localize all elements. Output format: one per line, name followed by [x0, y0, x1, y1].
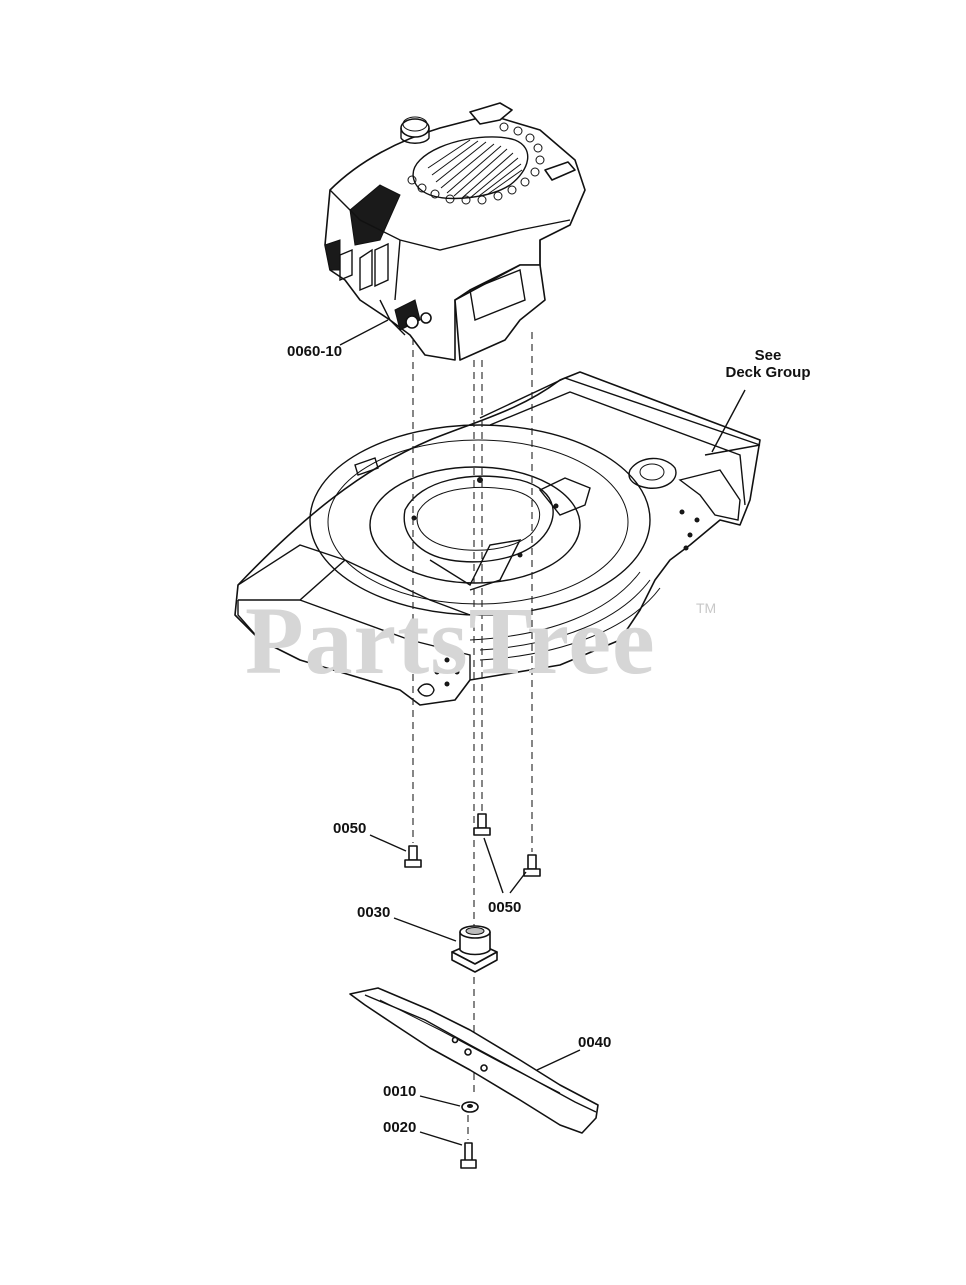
callout-0060-10: 0060-10: [287, 343, 343, 360]
callout-0030: 0030: [357, 904, 391, 921]
callout-0050-right: 0050: [488, 899, 522, 916]
blade-adapter-0030: [451, 925, 498, 973]
blade-0040: [349, 987, 599, 1134]
callout-see-deck-group: See Deck Group: [725, 347, 810, 381]
callout-0020: 0020: [383, 1119, 417, 1136]
bolt-0020: [460, 1142, 477, 1169]
partstree-watermark: PartsTree: [245, 587, 656, 694]
callout-0040: 0040: [578, 1034, 612, 1051]
bolt-0050-left: [404, 845, 422, 868]
engine: [324, 102, 586, 361]
trademark-symbol: TM: [696, 600, 717, 616]
callout-deck-group: Deck Group: [725, 364, 811, 381]
alignment-lines: [412, 332, 533, 1140]
callout-0050-left: 0050: [333, 820, 367, 837]
callout-0010: 0010: [383, 1083, 417, 1100]
bolt-0050-center: [473, 813, 491, 836]
bolt-0050-right: [523, 854, 541, 877]
washer-0010: [461, 1101, 479, 1113]
callout-see: See: [754, 347, 782, 364]
mower-deck: [234, 371, 761, 706]
leader-lines: [339, 319, 746, 1146]
